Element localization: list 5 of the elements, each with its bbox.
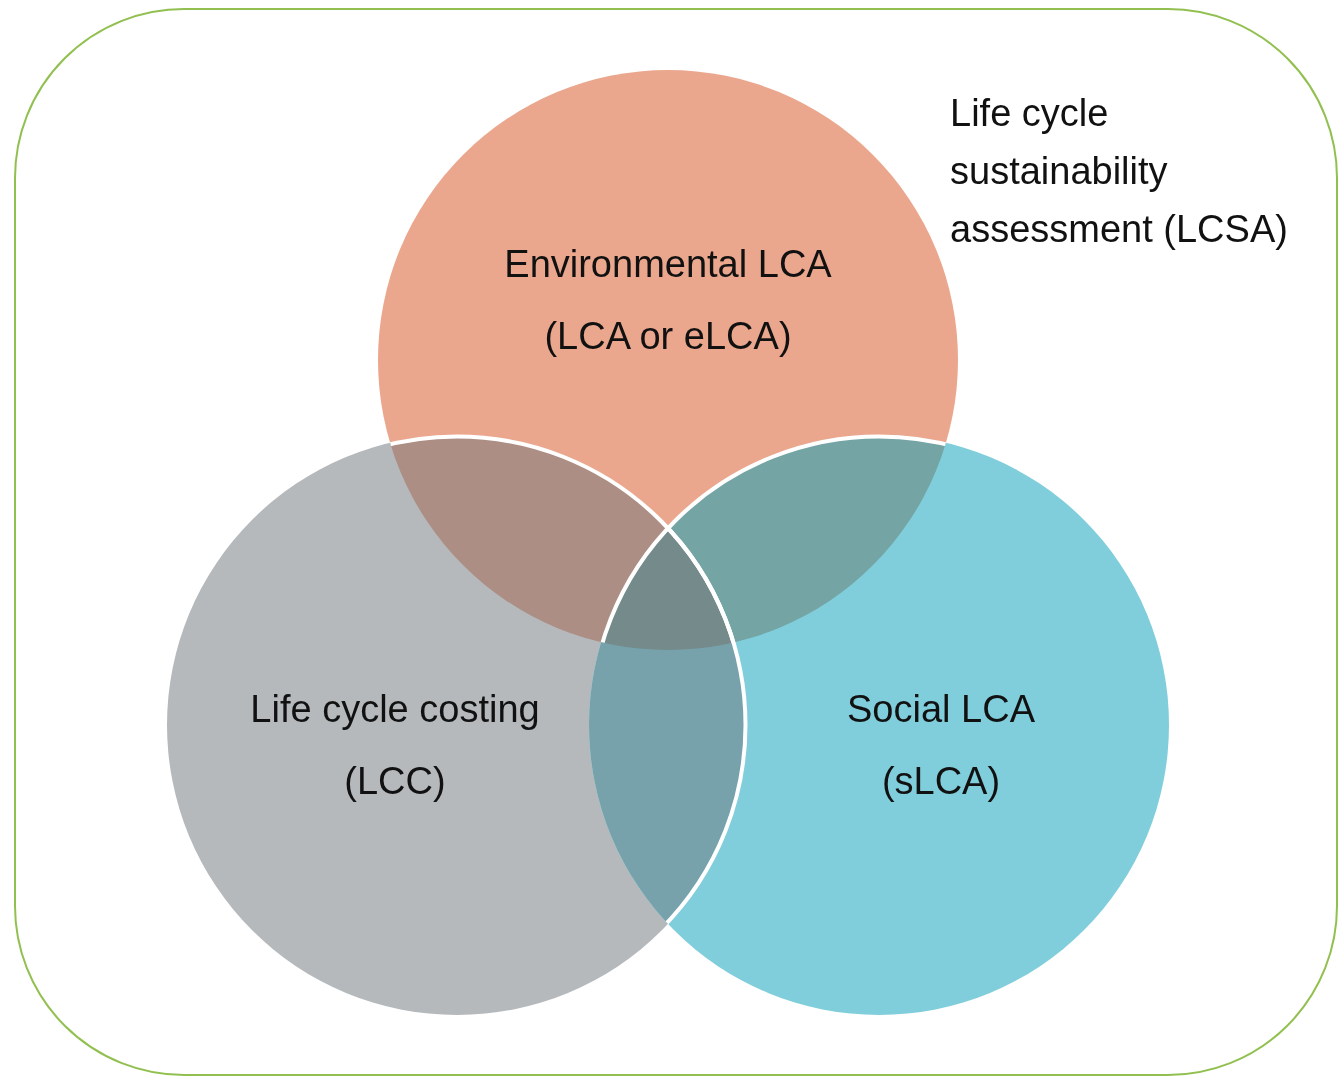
diagram-title-label: Life cycle sustainability assessment (LCSA) <box>950 91 1289 252</box>
outer-rounded-frame <box>14 8 1338 1076</box>
circle-label: Social LCA (sLCA) <box>846 687 1036 804</box>
circle-label: Life cycle costing (LCC) <box>249 687 541 804</box>
circle-label: Environmental LCA (LCA or eLCA) <box>503 242 833 359</box>
